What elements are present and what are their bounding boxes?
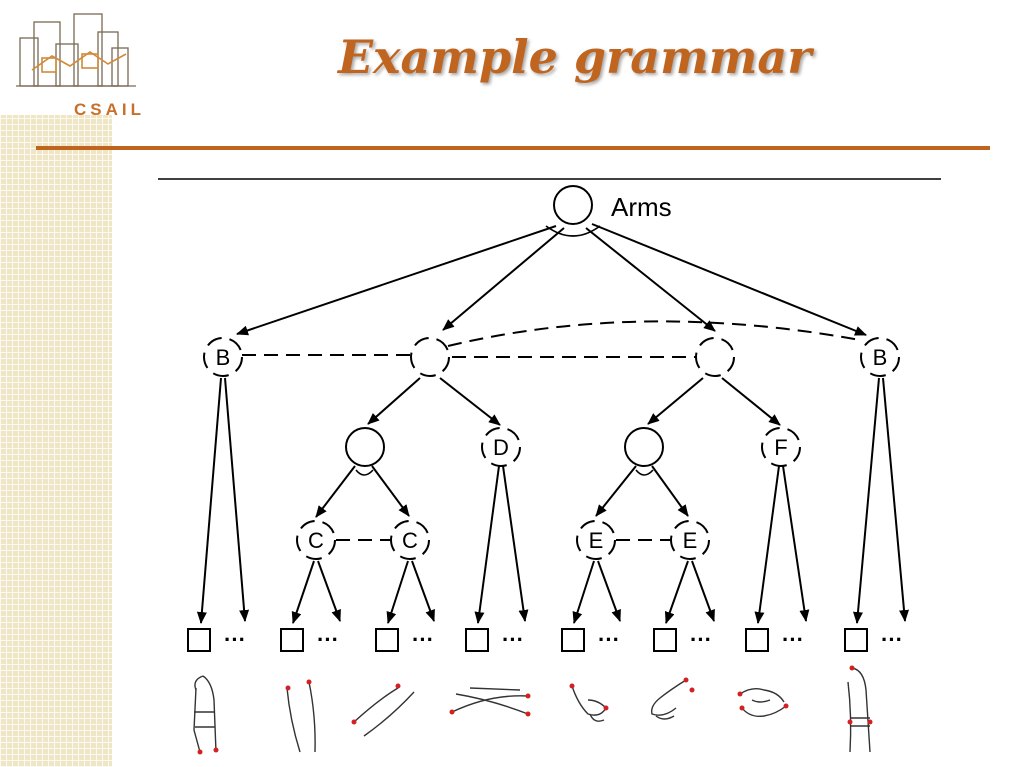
edge-cp-c2 <box>371 465 410 517</box>
label-e1: E <box>589 528 604 553</box>
edge-bl-sq <box>196 377 222 624</box>
terminal-ellipsis: ··· <box>782 627 804 652</box>
edge-root-node2 <box>442 227 565 331</box>
node-or-right <box>695 337 735 377</box>
side-decoration-strip <box>0 115 112 767</box>
node-e1 <box>576 520 616 560</box>
label-e2: E <box>683 528 698 553</box>
label-c1: C <box>308 528 324 553</box>
edge-n2-l <box>367 377 421 425</box>
node-e-parent <box>624 427 664 467</box>
title-rule <box>36 146 990 150</box>
edge-root-b-right <box>591 223 867 336</box>
node-f <box>761 427 801 467</box>
arm-sketch-crossed <box>451 687 529 715</box>
edge-root-b-left <box>236 225 557 336</box>
node-c2 <box>390 520 430 560</box>
terminal-ellipsis: ··· <box>412 627 434 652</box>
arm-sketch-sleeve-left <box>193 675 217 753</box>
edges <box>196 223 909 624</box>
label-c2: C <box>402 528 418 553</box>
slide-title: Example grammar <box>338 30 812 84</box>
terminal-square <box>375 628 399 652</box>
or-links <box>242 320 861 541</box>
edge-n3-l <box>647 377 704 425</box>
edge-n3-f <box>721 377 781 426</box>
arm-sketch-hand-right <box>650 679 687 720</box>
label-f: F <box>774 435 787 460</box>
terminal-ellipsis: ··· <box>690 627 712 652</box>
terminal-square <box>465 628 489 652</box>
label-d: D <box>493 435 509 460</box>
node-b-right <box>860 337 900 377</box>
root-node <box>553 185 593 225</box>
node-c1 <box>296 520 336 560</box>
node-b-left <box>203 337 243 377</box>
terminal-ellipsis: ··· <box>502 627 524 652</box>
joint-markers <box>197 665 873 755</box>
edge-ep-e1 <box>595 465 637 517</box>
arm-sketch-diagonal <box>353 687 415 737</box>
terminal-square <box>653 628 677 652</box>
terminals <box>187 628 868 652</box>
arm-sketch-sleeve-right <box>847 667 871 753</box>
label-b-right: B <box>873 345 888 370</box>
root-label: Arms <box>611 192 672 222</box>
arm-sketch-two-arms <box>286 681 316 753</box>
arm-sketch-hand-left <box>571 685 607 722</box>
edge-n2-d <box>439 377 501 426</box>
edge-ep-e2 <box>651 465 689 517</box>
node-e2 <box>670 520 710 560</box>
edge-root-node3 <box>585 227 716 332</box>
node-c-parent <box>345 427 385 467</box>
terminal-square <box>187 628 211 652</box>
arm-sketches <box>193 667 871 753</box>
label-b-left: B <box>216 345 231 370</box>
edge-cp-c1 <box>315 465 356 518</box>
csail-logo-icon <box>16 13 136 87</box>
terminal-square <box>844 628 868 652</box>
terminal-square <box>561 628 585 652</box>
terminal-ellipsis: ··· <box>598 627 620 652</box>
arm-sketch-clasped-hands <box>739 687 787 718</box>
terminal-ellipsis: ··· <box>881 627 903 652</box>
terminal-square <box>280 628 304 652</box>
terminal-square <box>745 628 769 652</box>
terminal-ellipsis: ··· <box>224 627 246 652</box>
node-d <box>481 427 521 467</box>
node-or-left <box>410 337 450 377</box>
terminal-ellipsis: ··· <box>317 627 339 652</box>
csail-logo: CSAIL <box>12 8 162 119</box>
and-arcs <box>355 225 654 476</box>
logo-text: CSAIL <box>74 100 145 119</box>
